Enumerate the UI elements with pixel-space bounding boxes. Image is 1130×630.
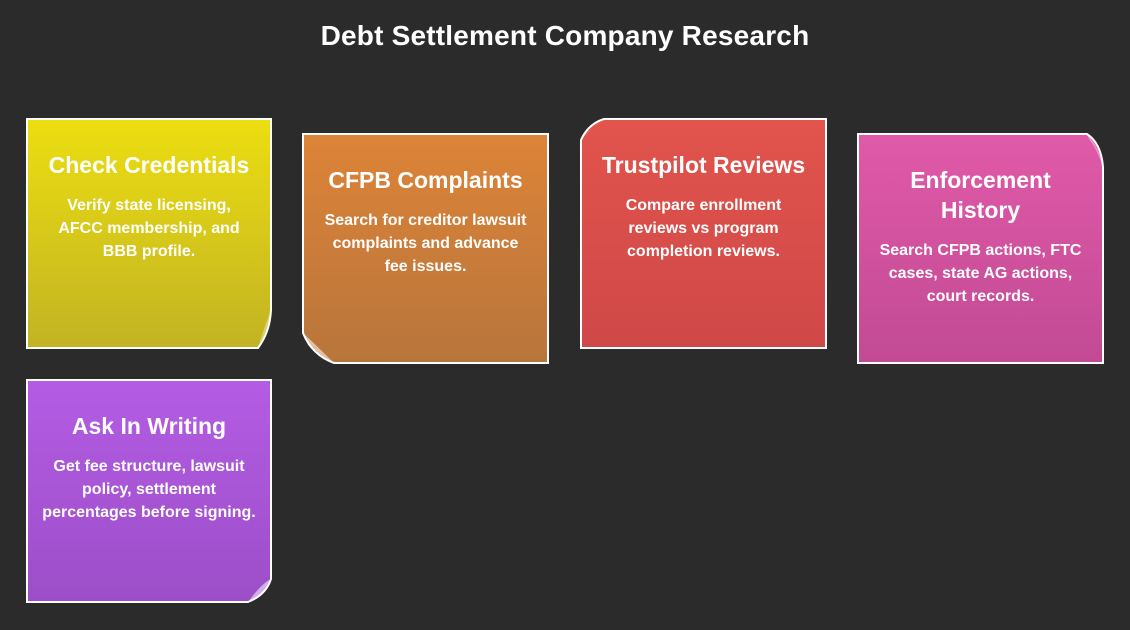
card-background-shape — [26, 118, 272, 349]
card-trustpilot-reviews: Trustpilot Reviews Compare enrollment re… — [580, 118, 827, 349]
card-title: CFPB Complaints — [328, 167, 523, 193]
card-description: Verify state licensing, AFCC membership,… — [58, 197, 240, 260]
card-enforcement-history: Enforcement History Search CFPB actions,… — [857, 133, 1104, 364]
card-background-shape — [857, 133, 1104, 364]
card-background-shape — [302, 133, 549, 364]
card-background-shape — [26, 379, 272, 603]
card-description: Search CFPB actions, FTC cases, state AG… — [879, 242, 1082, 305]
card-description: Compare enrollment reviews vs program co… — [625, 197, 782, 260]
card-check-credentials: Check Credentials Verify state licensing… — [26, 118, 272, 349]
card-background-shape — [580, 118, 827, 349]
card-title: Check Credentials — [48, 152, 250, 178]
card-title: Ask In Writing — [71, 413, 227, 439]
card-ask-in-writing: Ask In Writing Get fee structure, lawsui… — [26, 379, 272, 603]
card-description: Search for creditor lawsuit complaints a… — [324, 212, 527, 275]
card-description: Get fee structure, lawsuit policy, settl… — [42, 458, 256, 521]
card-cfpb-complaints: CFPB Complaints Search for creditor laws… — [302, 133, 549, 364]
page-title: Debt Settlement Company Research — [320, 20, 810, 51]
card-title: Enforcement History — [910, 167, 1051, 223]
card-title: Trustpilot Reviews — [601, 152, 806, 178]
